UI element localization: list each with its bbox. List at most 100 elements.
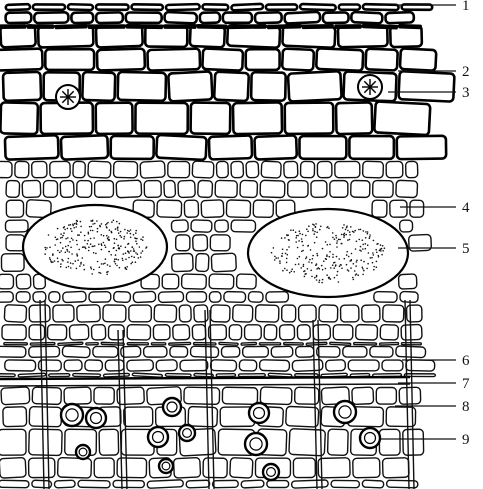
cavity-content-dot (122, 259, 124, 262)
parenchyma-cell (104, 359, 125, 372)
parenchyma-cell (0, 160, 13, 179)
cavity-content-dot (56, 238, 59, 240)
crystal-ray (363, 86, 371, 94)
cavity-content-dot (346, 250, 349, 253)
parenchyma-cell (15, 291, 31, 303)
cavity-content-dot (135, 232, 137, 234)
cavity-content-dot (316, 254, 319, 257)
cortex-cell (155, 133, 208, 162)
cavity-content-dot (299, 232, 301, 235)
cavity-content-dot (329, 243, 331, 246)
parenchyma-cell (157, 290, 185, 304)
cortex-cell (388, 24, 424, 49)
cavity-content-dot (377, 255, 380, 258)
cortex-cell (315, 47, 365, 73)
parenchyma-cell (115, 179, 143, 199)
parenchyma-cell (155, 359, 178, 372)
parenchyma-cell (152, 324, 171, 341)
cavity-content-dot (70, 267, 72, 269)
cavity-content-dot (70, 237, 73, 240)
parenchyma-cell (132, 290, 157, 304)
cavity-content-dot (298, 240, 300, 242)
parenchyma-cell (150, 342, 167, 346)
cavity-content-dot (59, 265, 62, 268)
cavity-content-dot (314, 230, 316, 233)
epidermis-cell (4, 11, 33, 25)
label-8: 8 (462, 399, 470, 415)
cavity-content-dot (315, 274, 318, 277)
parenchyma-cell (156, 199, 183, 219)
parenchyma-cell (49, 160, 71, 179)
cortex-cell (207, 134, 254, 161)
cavity-content-dot (104, 246, 107, 248)
cavity-content-dot (100, 263, 103, 265)
label-group: 1 2 3 4 5 6 7 8 9 (380, 0, 470, 448)
parenchyma-cell (210, 252, 237, 273)
cavity-content-dot (362, 273, 364, 276)
parenchyma-cell (76, 179, 93, 198)
parenchyma-cell (126, 359, 154, 372)
cavity-content-dot (295, 237, 298, 239)
cavity-content-dot (302, 249, 304, 252)
cortex-cell (249, 70, 287, 102)
cavity-content-dot (297, 263, 300, 265)
parenchyma-cell (373, 290, 398, 303)
label-7: 7 (462, 376, 470, 392)
parenchyma-cell (163, 179, 177, 199)
cavity-content-dot (315, 236, 318, 238)
cavity-content-dot (315, 223, 317, 225)
parenchyma-cell (84, 359, 104, 372)
parenchyma-cell (28, 345, 61, 359)
cortex-cell (201, 47, 245, 72)
parenchyma-cell (339, 304, 360, 323)
parenchyma-cell (87, 160, 112, 179)
cavity-content-dot (81, 246, 84, 248)
cavity-content-dot (90, 268, 93, 270)
cavity-content-dot (112, 219, 115, 222)
parenchyma-cell (3, 342, 29, 346)
cavity-content-dot (90, 225, 93, 228)
cortex-cell (225, 23, 282, 49)
cavity-content-dot (72, 223, 74, 225)
epidermis-cell (321, 11, 350, 25)
parenchyma-cell (172, 323, 191, 341)
cavity-content-dot (86, 243, 89, 245)
cavity-content-dot (141, 250, 144, 252)
cortex-cell (36, 24, 95, 49)
cavity-content-dot (56, 227, 59, 230)
cavity-content-dot (342, 233, 345, 236)
cortex-cell (281, 23, 337, 49)
cavity-content-dot (114, 254, 117, 256)
cavity-content-dot (100, 243, 103, 245)
cavity-content-dot (296, 257, 299, 260)
cavity-content-dot (351, 230, 354, 233)
cavity-content-dot (128, 256, 130, 259)
cortex-cell (146, 47, 202, 72)
cavity-content-dot (301, 250, 303, 253)
stone-cell-lumen (166, 401, 178, 413)
cavity-content-dot (355, 273, 358, 275)
parenchyma-cell (179, 359, 209, 372)
parenchyma-cell (389, 199, 408, 218)
cortex-cell (373, 100, 432, 137)
cavity-content-dot (62, 260, 64, 262)
cavity-content-dot (365, 231, 367, 233)
epidermis-cell (94, 3, 130, 12)
cavity-content-dot (288, 239, 290, 241)
cavity-content-dot (104, 262, 106, 265)
cavity-content-dot (119, 230, 122, 233)
parenchyma-cell (239, 179, 259, 199)
cavity-content-dot (312, 254, 314, 257)
cavity-content-dot (346, 269, 349, 271)
stone-cell-lumen (266, 467, 277, 478)
cavity-content-dot (118, 266, 121, 269)
cavity-content-dot (109, 265, 111, 268)
parenchyma-cell (59, 179, 75, 199)
cavity-content-dot (308, 261, 310, 263)
parenchyma-cell (243, 324, 262, 341)
cavity-content-dot (375, 260, 378, 263)
cavity-content-dot (116, 264, 118, 267)
cavity-content-dot (139, 256, 142, 258)
epidermis-cell (94, 11, 125, 25)
epidermis-cell (201, 2, 230, 12)
